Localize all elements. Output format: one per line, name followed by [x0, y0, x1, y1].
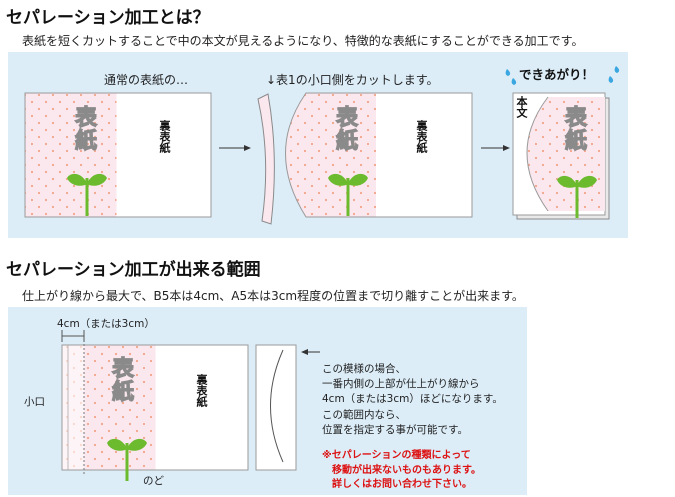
section1-title: セパレーション加工とは？: [6, 8, 210, 28]
range-front-title: 表紙: [111, 357, 134, 406]
explanation-line: 位置を指定する事が可能です。: [322, 423, 468, 436]
arrow-left-icon: [301, 349, 320, 355]
step1-caption: 通常の表紙の…: [104, 73, 189, 87]
explanation-line: 4cm（または3cm）ほどになります。: [322, 393, 503, 406]
step2-caption: ↓表1の小口側をカットします。: [266, 73, 439, 87]
gutter-label: のど: [143, 475, 164, 487]
arrow-right-icon: [481, 145, 510, 151]
explanation-text: この模様の場合、 一番内側の上部が仕上がり線から 4cm（または3cm）ほどにな…: [322, 362, 503, 438]
step1-front-title: 表紙: [74, 106, 97, 155]
range-back-title: 裏表紙: [195, 374, 208, 407]
width-marker: [61, 330, 85, 342]
cut-strip: [255, 344, 297, 471]
step1-book: [24, 92, 212, 218]
step3-caption: できあがり！: [519, 67, 595, 82]
fore-edge-label: 小口: [24, 396, 45, 408]
explanation-line: 一番内側の上部が仕上がり線から: [322, 378, 480, 391]
step3-body-label: 本文: [515, 96, 528, 118]
step2-book: [257, 92, 473, 225]
step2-back-title: 裏表紙: [415, 120, 428, 153]
caution-line: 詳しくはお問い合わせ下さい。: [332, 479, 472, 490]
width-label: 4cm（または3cm）: [57, 318, 155, 330]
step1-back-title: 裏表紙: [158, 120, 171, 153]
step3-front-title: 表紙: [564, 106, 587, 155]
explanation-line: この模様の場合、: [322, 363, 406, 375]
caution-note: ※セパレーションの種類によって 移動が出来ないものもあります。 詳しくはお問い合…: [322, 449, 481, 493]
section2-title: セパレーション加工が出来る範囲: [6, 260, 261, 280]
caution-line: ※セパレーションの種類によって: [322, 450, 471, 461]
step3-book: [505, 66, 620, 220]
step2-front-title: 表紙: [335, 106, 358, 155]
caution-line: 移動が出来ないものもあります。: [332, 464, 481, 476]
section1-description: 表紙を短くカットすることで中の本文が見えるようになり、特徴的な表紙にすることがで…: [22, 34, 584, 48]
range-book: [61, 340, 249, 483]
explanation-line: この範囲内なら、: [322, 408, 406, 421]
arrow-right-icon: [219, 145, 251, 151]
section2-description: 仕上がり線から最大で、B5本は4cm、A5本は3cm程度の位置まで切り離すことが…: [22, 289, 524, 303]
